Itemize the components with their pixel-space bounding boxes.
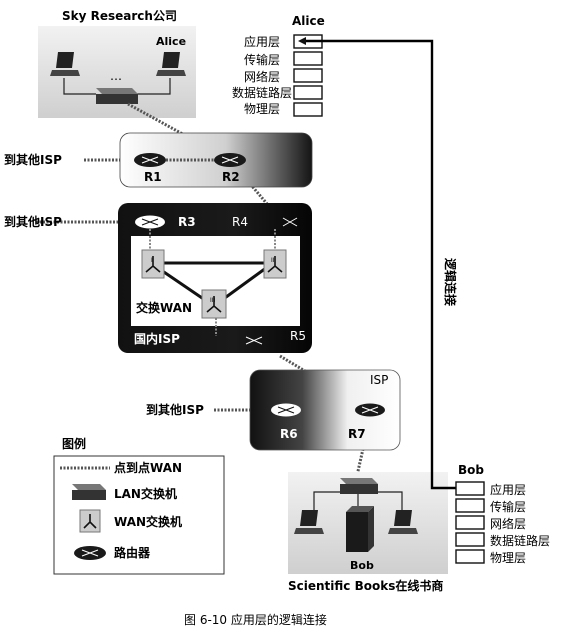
bob-stack-title: Bob — [458, 463, 484, 477]
bookstore-label: Scientific Books在线书商 — [288, 578, 443, 593]
router-label-r6: R6 — [280, 427, 298, 441]
wan-switch-icon — [79, 509, 101, 533]
router-label-r7: R7 — [348, 427, 366, 441]
wan-switch-icon-1: I — [141, 249, 165, 279]
alice-protocol-stack: 应用层 传输层 网络层 数据链路层 物理层 — [232, 34, 323, 117]
laptop-icon — [294, 510, 324, 534]
org-title: Sky Research公司 — [62, 9, 177, 23]
router-icon-r2 — [214, 153, 246, 167]
bob-protocol-stack: 应用层 传输层 网络层 数据链路层 物理层 — [455, 481, 550, 565]
svg-text:网络层: 网络层 — [490, 516, 526, 531]
isp-box — [249, 369, 401, 451]
switch-wan-label: 交换WAN — [136, 300, 192, 315]
figure-caption: 图 6-10 应用层的逻辑连接 — [184, 612, 327, 627]
to-other-isp-1: 到其他ISP — [4, 152, 62, 167]
logical-connection-label: 逻辑连接 — [443, 258, 458, 306]
svg-text:点到点WAN: 点到点WAN — [114, 460, 182, 475]
router-label-r2: R2 — [222, 170, 240, 184]
to-other-isp-3: 到其他ISP — [146, 402, 204, 417]
legend-title: 图例 — [62, 436, 86, 451]
domestic-isp-label: 国内ISP — [134, 331, 180, 346]
svg-text:数据链路层: 数据链路层 — [232, 85, 292, 100]
router-icon — [74, 546, 106, 560]
router-label-r1: R1 — [144, 170, 162, 184]
svg-text:传输层: 传输层 — [244, 52, 280, 67]
svg-text:传输层: 传输层 — [490, 499, 526, 514]
laptop-icon — [50, 52, 80, 76]
svg-text:网络层: 网络层 — [244, 69, 280, 84]
ellipsis: … — [110, 69, 122, 83]
lan-switch-icon — [72, 484, 106, 500]
alice-stack-title: Alice — [292, 14, 325, 28]
logical-connection-line — [306, 39, 466, 490]
svg-text:II: II — [271, 257, 275, 264]
router-icon-r7 — [355, 403, 385, 417]
router-icon-r1 — [134, 153, 166, 167]
router-icon-r3 — [135, 215, 165, 229]
laptop-icon — [388, 510, 418, 534]
svg-text:路由器: 路由器 — [114, 545, 151, 560]
router-label-r4: R4 — [232, 215, 248, 229]
alice-label: Alice — [156, 35, 186, 48]
laptop-icon — [156, 52, 186, 76]
arrow-left-icon — [298, 37, 306, 45]
router-label-r3: R3 — [178, 215, 196, 229]
svg-text:应用层: 应用层 — [490, 482, 526, 497]
svg-text:物理层: 物理层 — [244, 102, 280, 116]
lan-switch-icon — [96, 88, 138, 104]
wan-switch-icon-3: III — [201, 289, 227, 319]
svg-text:III: III — [210, 297, 216, 304]
wan-switch-icon-2: II — [263, 249, 287, 279]
svg-text:I: I — [151, 257, 153, 264]
svg-text:WAN交换机: WAN交换机 — [114, 514, 182, 529]
svg-text:物理层: 物理层 — [490, 551, 526, 565]
legend: 点到点WAN LAN交换机 WAN交换机 路由器 — [60, 460, 182, 560]
server-icon — [346, 506, 374, 552]
svg-text:数据链路层: 数据链路层 — [490, 533, 550, 548]
to-other-isp-2: 到其他ISP — [4, 214, 62, 229]
svg-text:应用层: 应用层 — [244, 34, 280, 49]
svg-text:LAN交换机: LAN交换机 — [114, 486, 177, 501]
bob-label: Bob — [350, 559, 374, 572]
lan-switch-icon — [340, 478, 378, 494]
router-icon-r6 — [271, 403, 301, 417]
router-icon-r5 — [245, 336, 263, 345]
router-icon-r4 — [282, 217, 298, 227]
router-label-r5: R5 — [290, 329, 306, 343]
isp-label: ISP — [370, 373, 388, 387]
